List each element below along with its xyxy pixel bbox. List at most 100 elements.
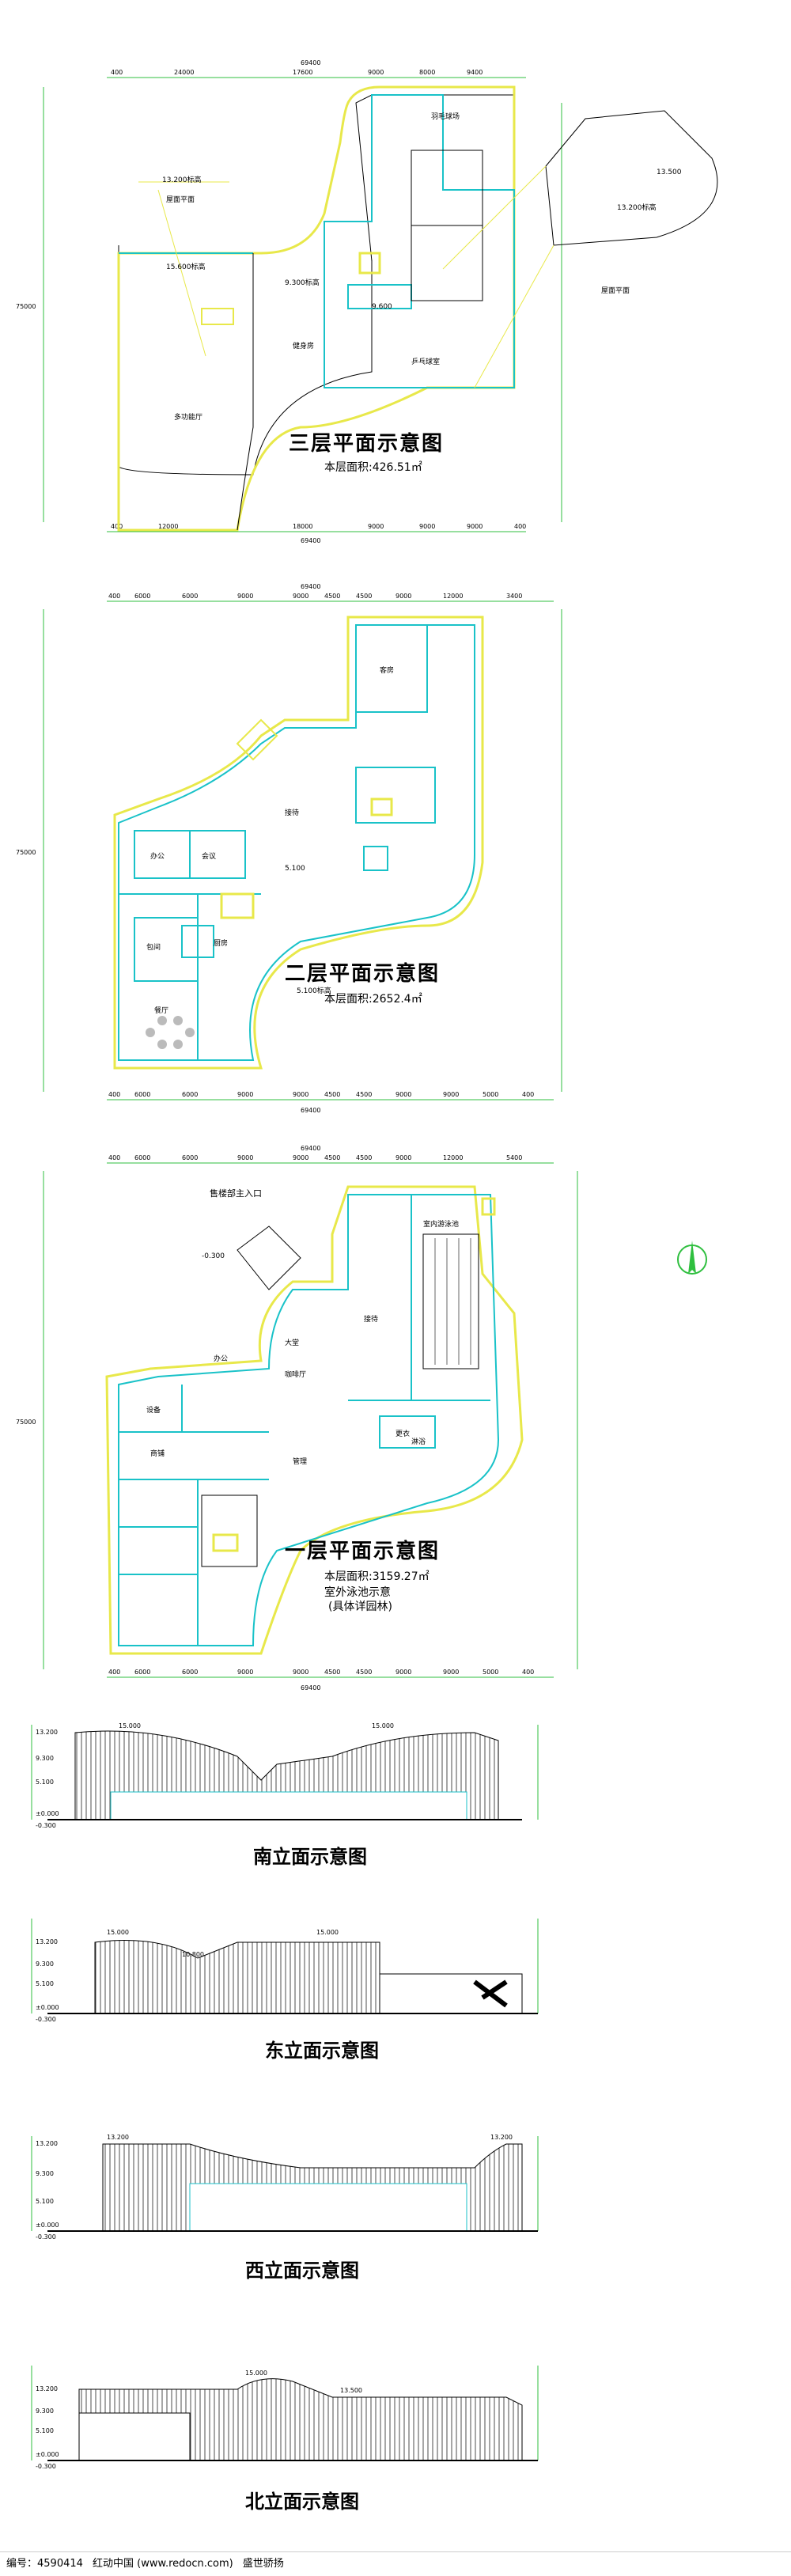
svg-text:13.200: 13.200 (107, 2134, 129, 2141)
svg-text:管理: 管理 (293, 1457, 307, 1466)
svg-text:4500: 4500 (324, 593, 340, 600)
svg-text:9000: 9000 (396, 1091, 411, 1098)
svg-text:15.000: 15.000 (372, 1722, 394, 1729)
svg-text:9000: 9000 (237, 1669, 253, 1676)
svg-text:乒乓球室: 乒乓球室 (411, 357, 440, 366)
svg-text:6000: 6000 (182, 1091, 198, 1098)
svg-text:-0.300: -0.300 (36, 2016, 56, 2023)
svg-text:9000: 9000 (467, 523, 483, 530)
svg-text:400: 400 (108, 593, 120, 600)
svg-text:4500: 4500 (324, 1091, 340, 1098)
svg-text:5400: 5400 (506, 1154, 522, 1161)
svg-text:75000: 75000 (16, 303, 36, 310)
svg-text:-0.300: -0.300 (36, 2463, 56, 2470)
svg-text:69400: 69400 (301, 1107, 320, 1114)
svg-text:-0.300: -0.300 (36, 2233, 56, 2241)
third-floor-area: 本层面积:426.51㎡ (324, 461, 422, 474)
third-floor-plan: 69400 69400 75000 400 24000 17600 9000 8… (0, 55, 791, 546)
svg-text:15.000: 15.000 (107, 1929, 129, 1936)
west-elevation-title: 西立面示意图 (245, 2260, 359, 2282)
svg-text:4500: 4500 (356, 1154, 372, 1161)
svg-text:400: 400 (108, 1091, 120, 1098)
svg-text:6000: 6000 (182, 1669, 198, 1676)
second-floor-area: 本层面积:2652.4㎡ (324, 993, 422, 1006)
svg-text:400: 400 (522, 1091, 534, 1098)
svg-text:9000: 9000 (443, 1091, 459, 1098)
svg-text:9.300: 9.300 (36, 1755, 54, 1762)
svg-text:9000: 9000 (293, 1669, 308, 1676)
svg-text:咖啡厅: 咖啡厅 (285, 1369, 306, 1379)
east-elevation-title: 东立面示意图 (265, 2040, 379, 2062)
svg-text:5.100: 5.100 (36, 1980, 54, 1987)
svg-text:18000: 18000 (293, 523, 312, 530)
svg-text:±0.000: ±0.000 (36, 2004, 59, 2011)
svg-text:4500: 4500 (356, 1669, 372, 1676)
svg-text:15.000: 15.000 (245, 2370, 267, 2377)
first-floor-drawing: 69400 69400 75000 400 6000 6000 9000 900… (16, 1145, 578, 1691)
second-floor-drawing: 69400 69400 75000 400 6000 6000 9000 900… (16, 583, 562, 1114)
svg-text:大堂: 大堂 (285, 1338, 299, 1347)
svg-text:9.300: 9.300 (36, 1960, 54, 1968)
svg-text:75000: 75000 (16, 849, 36, 856)
svg-text:9000: 9000 (368, 523, 384, 530)
svg-text:更衣: 更衣 (396, 1429, 410, 1438)
svg-text:餐厅: 餐厅 (154, 1006, 168, 1015)
svg-text:9000: 9000 (293, 1091, 308, 1098)
svg-text:9000: 9000 (293, 1154, 308, 1161)
svg-text:9000: 9000 (419, 523, 435, 530)
svg-text:3400: 3400 (506, 593, 522, 600)
svg-text:接待: 接待 (285, 808, 299, 817)
svg-text:69400: 69400 (301, 1145, 320, 1152)
south-elevation-title: 南立面示意图 (253, 1846, 367, 1868)
footer-site: 红动中国 (www.redocn.com) (93, 2558, 233, 2570)
svg-text:9000: 9000 (293, 593, 308, 600)
svg-text:健身房: 健身房 (293, 341, 314, 350)
svg-text:6000: 6000 (134, 1154, 150, 1161)
svg-text:设备: 设备 (146, 1405, 161, 1415)
svg-text:69400: 69400 (301, 59, 320, 66)
svg-text:±0.000: ±0.000 (36, 2451, 59, 2458)
svg-text:5.100: 5.100 (36, 1779, 54, 1786)
svg-text:12000: 12000 (443, 593, 463, 600)
svg-text:淋浴: 淋浴 (411, 1437, 426, 1446)
footer-author: 盛世骄扬 (242, 2558, 284, 2570)
svg-text:12000: 12000 (158, 523, 178, 530)
svg-text:6000: 6000 (134, 593, 150, 600)
svg-text:屋面平面: 屋面平面 (166, 195, 195, 204)
svg-text:-0.300: -0.300 (36, 1822, 56, 1829)
svg-text:12000: 12000 (443, 1154, 463, 1161)
footer-bar: 编号：4590414 红动中国 (www.redocn.com) 盛世骄扬 (0, 2551, 791, 2576)
svg-text:24000: 24000 (174, 69, 194, 76)
svg-text:室内游泳池: 室内游泳池 (423, 1219, 459, 1229)
footer-id: 编号：4590414 (6, 2558, 83, 2570)
svg-text:13.200标高: 13.200标高 (617, 203, 657, 212)
svg-text:13.500: 13.500 (657, 169, 682, 176)
svg-text:9000: 9000 (396, 1154, 411, 1161)
svg-text:6000: 6000 (134, 1091, 150, 1098)
svg-text:9000: 9000 (368, 69, 384, 76)
svg-text:办公: 办公 (150, 851, 165, 861)
svg-text:-0.300: -0.300 (202, 1252, 225, 1260)
north-arrow-icon (677, 1241, 707, 1275)
svg-text:15.000: 15.000 (119, 1722, 141, 1729)
svg-text:13.200: 13.200 (36, 2385, 58, 2392)
svg-text:5.100: 5.100 (36, 2198, 54, 2205)
svg-text:13.200: 13.200 (490, 2134, 513, 2141)
svg-text:9000: 9000 (237, 593, 253, 600)
svg-text:±0.000: ±0.000 (36, 2222, 59, 2229)
svg-text:15.600标高: 15.600标高 (166, 262, 206, 271)
svg-text:9000: 9000 (237, 1091, 253, 1098)
svg-text:5.100标高: 5.100标高 (297, 986, 331, 995)
svg-text:4500: 4500 (356, 593, 372, 600)
first-floor-note2: (具体详园林) (328, 1601, 392, 1613)
first-floor-title: 一层平面示意图 (285, 1540, 441, 1563)
first-floor-note: 室外泳池示意 (324, 1586, 391, 1599)
svg-text:13.200标高: 13.200标高 (162, 175, 202, 184)
svg-text:9.600: 9.600 (372, 303, 392, 311)
svg-text:4500: 4500 (356, 1091, 372, 1098)
svg-text:10.800: 10.800 (182, 1951, 204, 1958)
svg-text:400: 400 (514, 523, 526, 530)
